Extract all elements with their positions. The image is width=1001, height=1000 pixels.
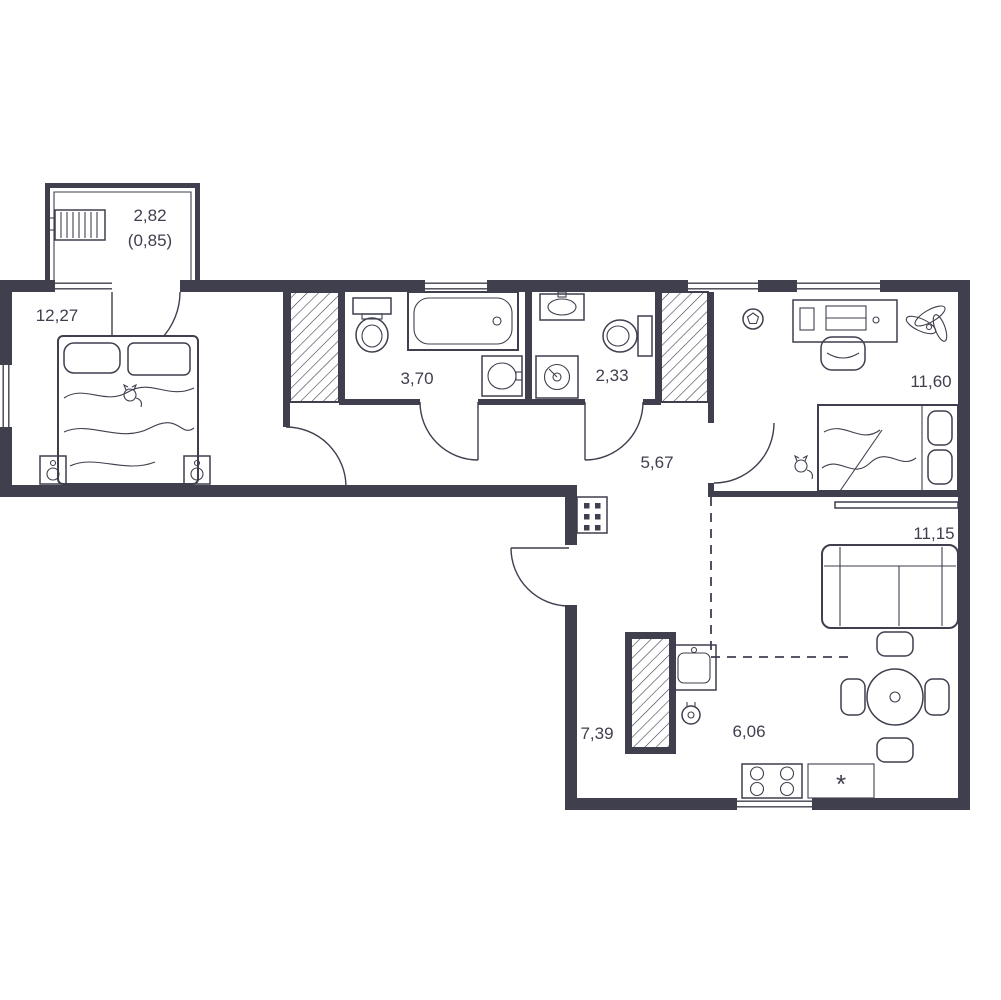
window-icon — [425, 280, 487, 292]
room-label-bedroom-left: 12,27 — [36, 306, 79, 325]
room-label-kitchen: 6,06 — [732, 722, 765, 741]
bed-icon — [57, 335, 199, 485]
bathtub-icon — [407, 291, 519, 351]
room-label-living-room: 11,15 — [913, 524, 954, 543]
washing-machine-icon — [535, 355, 579, 399]
water-heater-icon — [681, 702, 701, 725]
kitchen-sink-icon — [671, 644, 717, 691]
dining-table-icon — [840, 631, 950, 763]
sink-icon — [539, 291, 585, 321]
wardrobe-icon — [289, 291, 340, 403]
room-label-hall: 7,39 — [580, 724, 613, 743]
pet-icon — [122, 383, 142, 408]
door-swing-icon — [584, 401, 644, 461]
office-chair-icon — [820, 336, 866, 371]
plant-icon — [905, 305, 948, 342]
balcony-door-opening — [112, 280, 180, 292]
fridge-icon: * — [807, 763, 875, 799]
door-swing-icon — [419, 401, 479, 461]
sofa-icon — [821, 544, 959, 629]
entrance-door-swing-icon — [510, 547, 570, 607]
window-icon — [0, 365, 12, 427]
room-label-bathroom: 3,70 — [400, 369, 433, 388]
pet-icon — [793, 454, 813, 480]
radiator-icon — [48, 209, 106, 241]
bed-icon — [817, 404, 959, 492]
door-swing-icon — [285, 426, 347, 488]
fridge-symbol: * — [836, 769, 846, 799]
wardrobe-icon — [630, 637, 671, 749]
wardrobe-icon — [660, 291, 709, 403]
room-label-balcony: 2,82 — [133, 206, 166, 225]
shelf-icon — [834, 501, 959, 509]
toilet-icon — [602, 315, 653, 357]
door-swing-icon — [713, 422, 775, 484]
speaker-icon — [183, 455, 211, 485]
window-icon — [55, 280, 112, 292]
toilet-icon — [352, 297, 392, 353]
room-label-hallway: 5,67 — [640, 453, 673, 472]
window-icon — [737, 798, 812, 810]
room-label-balcony-reduced: (0,85) — [128, 231, 172, 250]
entrance-opening — [565, 545, 577, 605]
desk-icon — [792, 299, 898, 343]
electrical-panel-icon — [576, 496, 608, 534]
zone-boundary-dashed — [710, 497, 848, 658]
room-label-wc: 2,33 — [595, 366, 628, 385]
sink-icon — [481, 355, 523, 397]
balcony — [45, 183, 200, 283]
window-icon — [688, 280, 758, 292]
stove-icon — [741, 763, 803, 799]
room-label-bedroom-right: 11,60 — [910, 372, 951, 391]
window-icon — [797, 280, 880, 292]
soccer-ball-icon — [742, 308, 764, 330]
speaker-icon — [39, 455, 67, 485]
interior-walls — [283, 292, 958, 754]
